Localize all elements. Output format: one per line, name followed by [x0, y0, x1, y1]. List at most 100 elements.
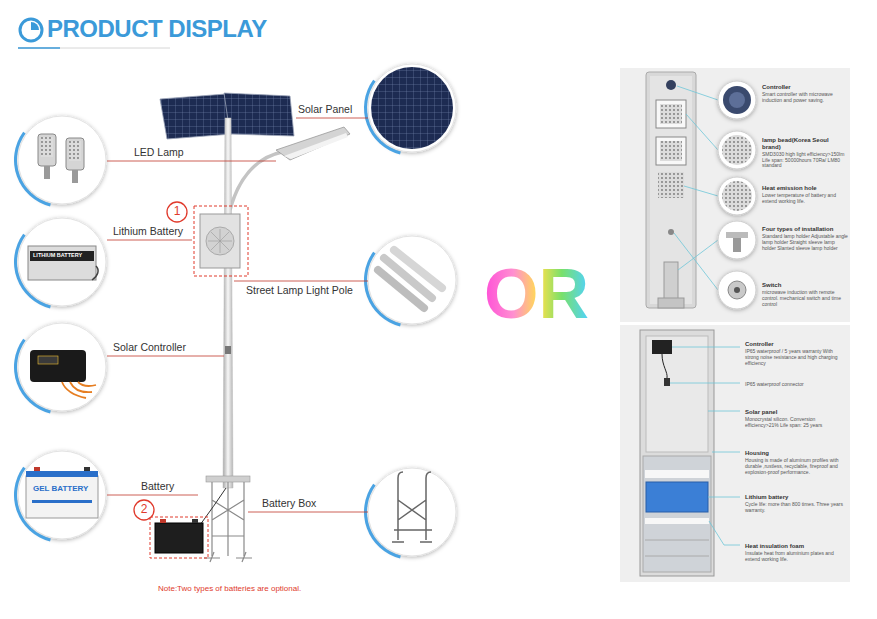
illustration-part: [34, 467, 40, 471]
illustration-part: [296, 118, 368, 119]
illustration-part: [276, 127, 350, 160]
illustration-part: [194, 206, 248, 276]
part-label: Lithium Battery: [113, 225, 183, 237]
illustration-part: [666, 80, 676, 90]
illustration-part: [392, 541, 432, 543]
anchor-image: [392, 472, 432, 542]
lithium-battery-image: [28, 246, 98, 280]
illustration-part: [646, 72, 696, 308]
callout-number: 2: [134, 503, 154, 517]
callout-text: IP65 waterproof / 5 years warranty With …: [745, 349, 847, 366]
callout-text: microwave induction with remote control.…: [762, 290, 848, 307]
illustration-part: [398, 472, 431, 478]
part-label: Solar Panel: [298, 103, 352, 115]
illustration-part: [640, 330, 714, 576]
illustration-part: [646, 482, 708, 512]
street-lamp: [134, 93, 350, 562]
battery-print: GEL BATTERY: [33, 484, 88, 493]
illustration-part: [645, 518, 709, 524]
illustration-part: [684, 186, 718, 196]
image-circle-ground: [18, 451, 106, 539]
illustration-part: [18, 48, 170, 49]
illustration-part: [248, 512, 368, 513]
image-circle: [14, 451, 106, 541]
illustration-part: [620, 325, 850, 582]
callout-number: 1: [167, 205, 187, 219]
image-circle-ground: [18, 323, 106, 411]
illustration-part: [677, 86, 718, 100]
illustration-part: [709, 521, 740, 545]
illustration-part: [84, 467, 90, 471]
image-circle-ground: [368, 236, 456, 324]
illustration-part: [167, 202, 187, 222]
part-label: Solar Controller: [113, 341, 186, 353]
illustration-part: [370, 66, 454, 150]
callout-text: Insulate heat from aluminium plates and …: [745, 551, 847, 563]
illustration-part: [660, 104, 682, 124]
illustration-part: [658, 172, 684, 198]
illustration-part: [670, 347, 740, 545]
illustration-part: [32, 500, 92, 503]
product-panel: ControllerSmart controller with microwav…: [620, 68, 850, 322]
illustration-part: [234, 281, 368, 282]
illustration-part: [200, 214, 240, 268]
callout-heading: Heat insulation foam: [745, 543, 847, 550]
illustration-part: [712, 452, 740, 453]
leader-lines: [107, 118, 368, 512]
illustration-part: [668, 229, 674, 235]
image-circle: [14, 218, 106, 308]
part-label: Street Lamp Light Pole: [246, 284, 353, 296]
illustration-part: [208, 229, 232, 253]
lamp-cutaway: [620, 325, 850, 582]
illustration-part: [224, 93, 294, 136]
illustration-part: [66, 138, 84, 170]
image-circle-ground: [18, 218, 106, 306]
illustration-part: [31, 22, 39, 30]
illustration-part: [30, 251, 94, 261]
illustration-part: [656, 137, 686, 165]
part-label: Battery: [141, 480, 174, 492]
illustration-part: [708, 411, 740, 412]
illustration-part: [652, 340, 672, 354]
illustration-part: [160, 519, 166, 523]
illustration-part: [686, 114, 718, 150]
illustration-part: [723, 86, 751, 114]
illustration-part: [726, 232, 748, 238]
image-circle: [14, 116, 106, 206]
callout-text: Smart controller with microwave inductio…: [762, 92, 848, 104]
callout-heading: Heat emission hole: [762, 185, 848, 192]
image-circle-ground: [368, 64, 456, 152]
illustration-part: [718, 81, 756, 309]
illustration-part: [38, 134, 56, 166]
illustration-part: [660, 141, 682, 161]
illustration-part: [200, 488, 226, 525]
illustration-part: [26, 476, 98, 518]
callout-heading: Solar panel: [745, 409, 847, 416]
image-circle: [14, 323, 106, 413]
illustration-part: [722, 135, 752, 165]
illustration-part: [28, 246, 96, 280]
section-title: PRODUCT DISPLAY: [47, 15, 267, 43]
illustration-part: [134, 500, 154, 520]
callout-text: SMD3030 high light efficiency>150lm Life…: [762, 152, 848, 169]
part-label: LED Lamp: [134, 146, 184, 158]
callout-heading: Lithium battery: [745, 494, 847, 501]
illustration-part: [155, 523, 203, 553]
illustration-part: [658, 298, 684, 308]
solar-cells-image: [370, 66, 454, 150]
illustration-part: [662, 354, 667, 378]
illustration-part: [38, 356, 58, 364]
illustration-part: [734, 287, 740, 293]
illustration-part: [62, 382, 96, 398]
callout-text: Lower temperature of battery and extend …: [762, 193, 848, 205]
illustration-part: [728, 281, 746, 299]
callout-text: Monocrystal silicon. Conversion efficien…: [745, 417, 847, 429]
illustration-part: [722, 181, 752, 211]
part-label: Battery Box: [262, 497, 316, 509]
illustration-part: [394, 478, 432, 540]
illustration-part: [674, 233, 718, 290]
illustration-part: [672, 347, 740, 348]
illustration-part: [92, 266, 98, 280]
